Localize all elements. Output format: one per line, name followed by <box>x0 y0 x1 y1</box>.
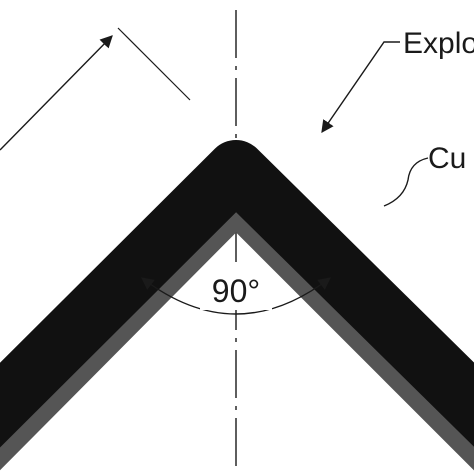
dimension-arrow <box>0 35 113 151</box>
explosive-leader-line <box>321 41 400 134</box>
angle-arc <box>140 277 332 315</box>
angle-label: 90° <box>212 273 260 309</box>
copper-leader-line <box>383 157 429 207</box>
copper-label: Cu <box>428 142 466 175</box>
angle-label-background <box>200 270 272 310</box>
explosive-label: Explo <box>403 27 474 60</box>
explosive-layer <box>0 140 474 448</box>
dimension-extension-line <box>117 27 191 101</box>
